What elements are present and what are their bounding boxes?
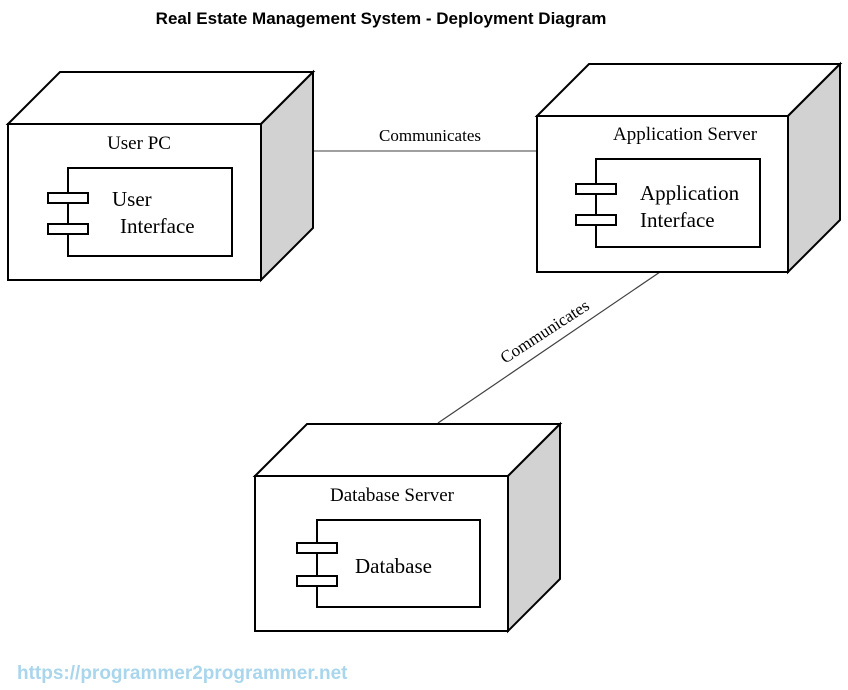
- node-label-user-pc: User PC: [107, 133, 171, 154]
- component-tab-icon: [575, 214, 617, 226]
- component-label-line: Interface: [640, 208, 715, 232]
- connector-label-communicates-1: Communicates: [379, 126, 481, 145]
- component-tab-icon: [47, 192, 89, 204]
- node-label-app-server: Application Server: [612, 124, 758, 145]
- component-label-line: Application: [640, 181, 740, 205]
- watermark-url: https://programmer2programmer.net: [17, 663, 348, 684]
- component-tab-icon: [575, 183, 617, 195]
- node-user-pc: [5, 69, 316, 283]
- component-tab-icon: [296, 542, 338, 554]
- connector-app-server-db-server: [437, 271, 661, 424]
- component-tab-icon: [296, 575, 338, 587]
- component-label-line: User: [112, 187, 152, 211]
- component-label-application-interface: Application Interface: [640, 180, 739, 234]
- component-label-database: Database: [355, 553, 432, 580]
- component-box: [316, 519, 481, 608]
- node-top-face: [5, 71, 316, 125]
- node-top-face: [252, 423, 563, 477]
- component-label-user-interface: User Interface: [112, 186, 195, 240]
- diagram-title: Real Estate Management System - Deployme…: [155, 9, 607, 28]
- component-box: [67, 167, 233, 257]
- component-tab-icon: [47, 223, 89, 235]
- component-box: [595, 158, 761, 248]
- node-app-server: [534, 61, 843, 275]
- node-db-server: [252, 421, 563, 634]
- node-label-db-server: Database Server: [330, 485, 454, 506]
- component-label-line: Interface: [120, 214, 195, 238]
- component-label-line: Database: [355, 554, 432, 578]
